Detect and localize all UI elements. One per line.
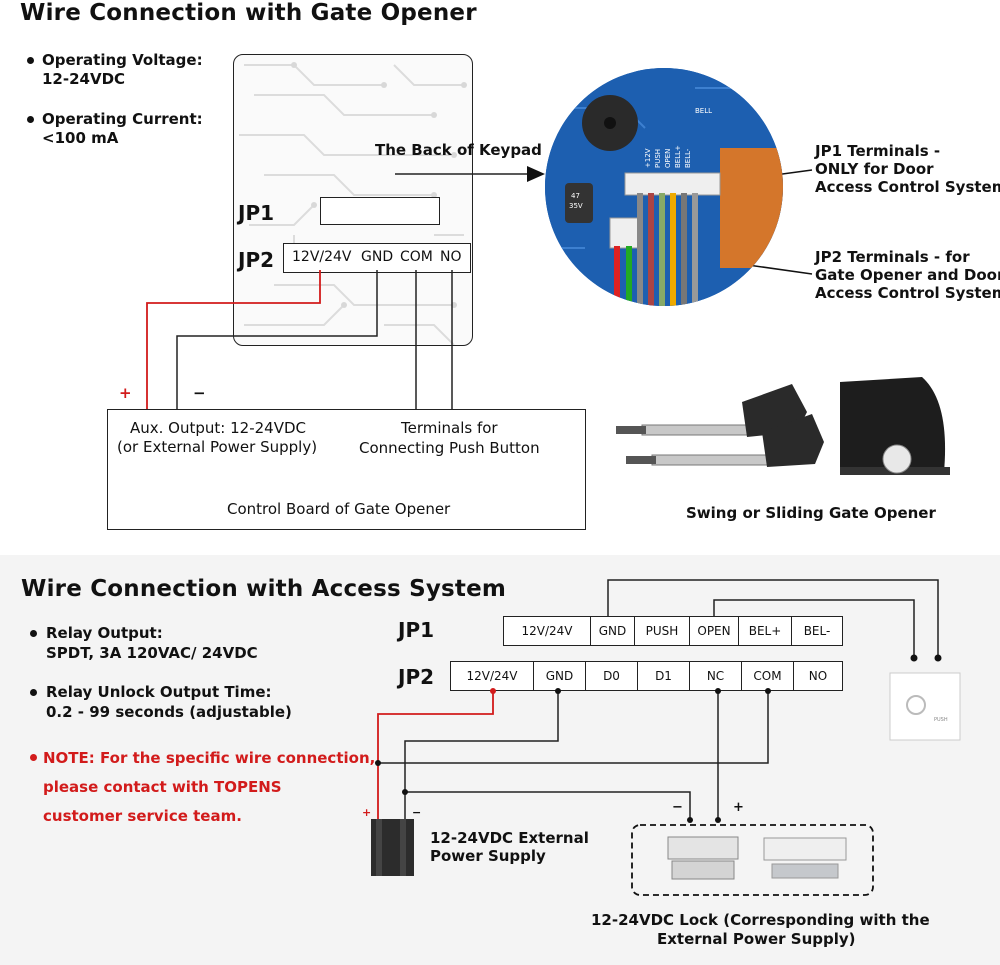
control-board-minus: −: [193, 384, 206, 402]
spec-voltage-value: 12-24VDC: [42, 70, 126, 88]
jp1-callout-line2: ONLY for Door: [815, 160, 934, 178]
electric-strike-lock: [667, 836, 739, 880]
jp2-cell-gnd: GND: [533, 661, 586, 691]
wire-jp1-open-to-button: [713, 599, 915, 658]
keypad-arrow-head: [527, 166, 545, 182]
jp2-terminal-com: COM: [400, 249, 433, 265]
keypad-jp1-label: JP1: [238, 201, 275, 225]
pcb-text-12v: +12V: [644, 148, 652, 168]
gnd-wire: [176, 270, 378, 410]
sliding-gate-motor: [840, 377, 950, 475]
bullet-current: [27, 116, 34, 123]
control-board-caption: Control Board of Gate Opener: [227, 500, 451, 518]
jp1-cell-gnd: GND: [590, 616, 635, 646]
spec-current-label: Operating Current:: [42, 110, 203, 128]
pcb-text-push: PUSH: [654, 149, 662, 168]
pcb-text-bell-plus: BELL+: [674, 145, 682, 168]
jp2-terminal-no: NO: [440, 249, 462, 265]
jp2-cell-12v24v: 12V/24V: [450, 661, 534, 691]
jp2-cell-d1: D1: [637, 661, 690, 691]
jp1-cell-bel-minus: BEL-: [791, 616, 843, 646]
circuit-pattern: [239, 62, 467, 345]
jp1-callout-line3: Access Control System: [815, 178, 1000, 196]
jp2-callout-line1: JP2 Terminals - for: [815, 248, 970, 266]
spec-current-value: <100 mA: [42, 129, 119, 147]
spec-unlock-time-label: Relay Unlock Output Time:: [46, 683, 272, 701]
jp2-label: JP2: [398, 665, 435, 689]
jp2-cell-d0: D0: [585, 661, 638, 691]
psu-label-line2: Power Supply: [430, 847, 546, 865]
keypad-jp1-connector: [320, 197, 440, 225]
pcb-text-35v: 35V: [569, 202, 583, 210]
jp2-callout-line3: Access Control System: [815, 284, 1000, 302]
bottom-wiring: [371, 579, 961, 896]
jp1-cell-push: PUSH: [634, 616, 690, 646]
jp2-callout-line2: Gate Opener and Door: [815, 266, 1000, 284]
bullet-voltage: [27, 57, 34, 64]
control-board-box: [107, 409, 586, 530]
bullet-unlock-time: [30, 689, 37, 696]
jp2-terminal-12v24v: 12V/24V: [292, 249, 352, 265]
note-line3: customer service team.: [43, 807, 242, 825]
control-board-plus: +: [119, 384, 132, 402]
board-photo: BELL +12V PUSH OPEN BELL+ BELL- 47 35V: [545, 68, 783, 306]
jp1-cell-12v24v: 12V/24V: [503, 616, 591, 646]
psu-minus: −: [412, 806, 422, 819]
aux-output-line2: (or External Power Supply): [117, 438, 318, 456]
red-positive-wire: [146, 270, 321, 410]
gate-opener-image: [616, 377, 950, 475]
wire-jp2-gnd: [404, 691, 559, 820]
pcb-text-open: OPEN: [664, 149, 672, 168]
spec-voltage-label: Operating Voltage:: [42, 51, 203, 69]
jp1-cell-open: OPEN: [689, 616, 739, 646]
psu-plus: +: [362, 806, 372, 819]
magnetic-lock: [763, 837, 847, 879]
jp2-terminal-gnd: GND: [361, 249, 394, 265]
jp1-callout-line1: JP1 Terminals -: [815, 142, 941, 160]
pcb-text-47: 47: [571, 192, 580, 200]
swing-actuator-2: [626, 414, 824, 467]
bottom-title: Wire Connection with Access System: [21, 576, 507, 602]
lock-label-line1: 12-24VDC Lock (Corresponding with the: [591, 911, 930, 929]
wire-jp2-com: [378, 691, 769, 764]
lock-label-line2: External Power Supply): [657, 930, 856, 948]
lock-minus: −: [672, 800, 683, 815]
wire-jp1-gnd-to-button: [607, 579, 939, 658]
aux-output-line1: Aux. Output: 12-24VDC: [130, 419, 306, 437]
pcb-text-bell-minus: BELL-: [684, 148, 692, 168]
jp2-header: [609, 217, 641, 249]
keypad-back-label: The Back of Keypad: [375, 141, 542, 159]
keypad-jp2-label: JP2: [238, 248, 275, 272]
lock-dashed-box: [631, 824, 874, 896]
gate-opener-caption: Swing or Sliding Gate Opener: [686, 504, 936, 522]
key-icon: [906, 695, 926, 715]
push-button-text: PUSH: [934, 717, 948, 723]
lock-plus: +: [733, 800, 744, 815]
jp1-cell-bel-plus: BEL+: [738, 616, 792, 646]
jp1-label: JP1: [398, 618, 435, 642]
spec-relay-output-label: Relay Output:: [46, 624, 163, 642]
top-title: Wire Connection with Gate Opener: [20, 0, 477, 26]
push-terminals-line2: Connecting Push Button: [359, 439, 540, 457]
bullet-note: [30, 754, 37, 761]
note-line2: please contact with TOPENS: [43, 778, 282, 796]
wire-jp2-12v-red: [377, 691, 494, 820]
spec-unlock-time-value: 0.2 - 99 seconds (adjustable): [46, 703, 292, 721]
jp2-cell-no: NO: [793, 661, 843, 691]
capacitor: [565, 183, 593, 223]
jp1-header: [624, 172, 721, 196]
wire-lock-minus: [405, 791, 691, 820]
bullet-relay-output: [30, 630, 37, 637]
push-terminals-line1: Terminals for: [401, 419, 498, 437]
psu-label-line1: 12-24VDC External: [430, 829, 589, 847]
note-line1: NOTE: For the specific wire connection,: [43, 749, 376, 767]
pcb-text-bell: BELL: [695, 107, 712, 115]
spec-relay-output-value: SPDT, 3A 120VAC/ 24VDC: [46, 644, 258, 662]
